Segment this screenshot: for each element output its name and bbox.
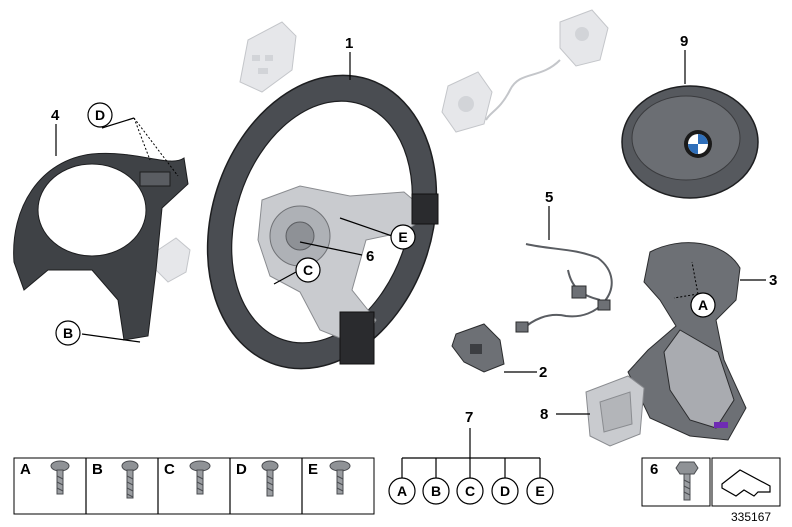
ref-circle-b: B — [55, 320, 81, 346]
screw-legend-label-b: B — [92, 461, 103, 478]
screw-kit-group: 7 A B C D E — [388, 409, 554, 505]
screw-legend-label-e: E — [308, 461, 318, 478]
bolt-legend-number: 6 — [650, 461, 658, 478]
screw-c-icon — [189, 460, 211, 495]
kit-item-a: A — [397, 483, 407, 499]
ref-circle-e: E — [390, 224, 416, 250]
callout-2: 2 — [539, 364, 547, 381]
callout-1: 1 — [345, 35, 353, 52]
callout-5: 5 — [545, 189, 553, 206]
ghost-switch-cluster — [441, 9, 609, 133]
kit-item-d: D — [500, 483, 510, 499]
callout-3: 3 — [769, 272, 777, 289]
ref-c-label: C — [303, 262, 313, 278]
kit-item-e: E — [535, 483, 544, 499]
callout-4: 4 — [51, 107, 60, 124]
bolt-legend: 6 — [641, 457, 711, 507]
callout-6: 6 — [366, 248, 374, 265]
ghost-paddle-top — [239, 21, 297, 93]
callout-8: 8 — [540, 406, 548, 423]
connector-part — [451, 323, 505, 373]
ref-circle-d-top: D — [87, 102, 113, 128]
screw-legend: A B C D E — [13, 457, 375, 515]
crossref-arrow-icon — [721, 469, 771, 497]
ref-circle-a: A — [690, 292, 716, 318]
ref-d-label: D — [95, 107, 105, 123]
screw-d-icon — [261, 460, 279, 497]
airbag-module — [621, 85, 759, 199]
steering-wheel — [206, 74, 439, 370]
crossref-box[interactable] — [711, 457, 781, 507]
screw-legend-label-d: D — [236, 461, 247, 478]
screw-b-icon — [121, 460, 139, 499]
left-trim-cover — [13, 152, 189, 341]
right-trim-cover — [627, 242, 747, 441]
ref-b-label: B — [63, 325, 73, 341]
screw-e-icon — [329, 460, 351, 495]
screw-legend-label-a: A — [20, 461, 31, 478]
screw-a-icon — [50, 460, 70, 495]
kit-item-c: C — [465, 483, 475, 499]
wiring-harness — [515, 243, 613, 333]
ghost-paddle-left — [155, 237, 191, 283]
screw-legend-label-c: C — [164, 461, 175, 478]
document-number: 335167 — [731, 510, 771, 524]
kit-item-b: B — [431, 483, 441, 499]
bolt-icon — [675, 461, 699, 501]
callout-9: 9 — [680, 33, 688, 50]
ref-circle-c: C — [295, 257, 321, 283]
leader-lines — [55, 50, 766, 415]
ref-a-label: A — [698, 297, 708, 313]
ref-e-label: E — [398, 229, 407, 245]
callout-7: 7 — [465, 409, 473, 426]
bracket-part — [585, 375, 645, 447]
